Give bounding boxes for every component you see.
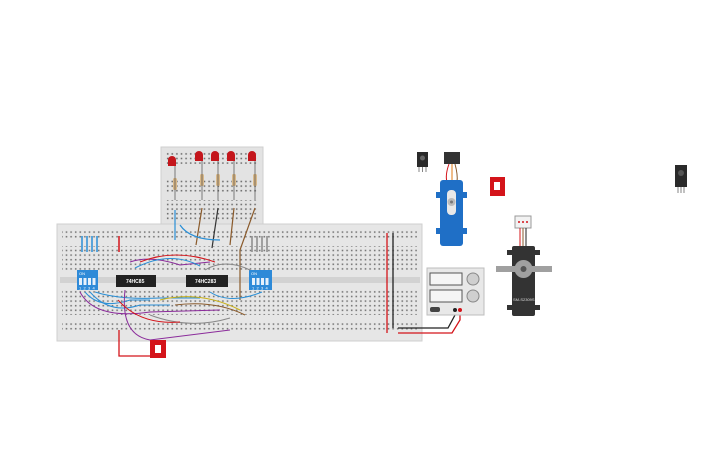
svg-text:4: 4 [93, 286, 96, 291]
power-supply [426, 267, 485, 316]
led-row [168, 151, 256, 166]
dip-switch-2[interactable]: ON 1 2 3 4 [249, 270, 272, 291]
current-knob [466, 289, 480, 303]
svg-text:4: 4 [266, 286, 269, 291]
potentiometer [417, 152, 428, 172]
svg-text:ON: ON [251, 271, 257, 276]
led-5 [248, 151, 256, 161]
led-2 [195, 151, 203, 161]
voltage-knob [466, 272, 480, 286]
slide-switch-top[interactable] [490, 177, 505, 196]
svg-text:SM-S2309S: SM-S2309S [513, 297, 535, 302]
svg-text:ON: ON [79, 271, 85, 276]
led-1 [168, 156, 176, 166]
svg-text:74HC283: 74HC283 [195, 279, 216, 285]
led-3 [211, 151, 219, 161]
svg-text:2: 2 [84, 286, 87, 291]
svg-text:74HC85: 74HC85 [126, 279, 145, 285]
svg-text:3: 3 [261, 286, 264, 291]
svg-text:1: 1 [79, 286, 82, 291]
svg-text:2: 2 [257, 286, 260, 291]
signal-wires [79, 254, 263, 341]
sensor-module [675, 165, 687, 193]
ic-74hc283: 74HC283 [186, 275, 228, 287]
resistor-row [173, 161, 257, 200]
standard-servo: SM-S2309S [496, 215, 552, 316]
ic-74hc85: 74HC85 [116, 275, 156, 287]
led-wires [174, 207, 256, 300]
led-4 [227, 151, 235, 161]
dip-switch-1[interactable]: ON 1 2 3 4 [77, 270, 98, 291]
svg-text:1: 1 [252, 286, 255, 291]
svg-text:3: 3 [88, 286, 91, 291]
slide-switch-bottom[interactable] [150, 340, 166, 358]
micro-servo [436, 152, 467, 246]
rail-wires [81, 236, 268, 252]
